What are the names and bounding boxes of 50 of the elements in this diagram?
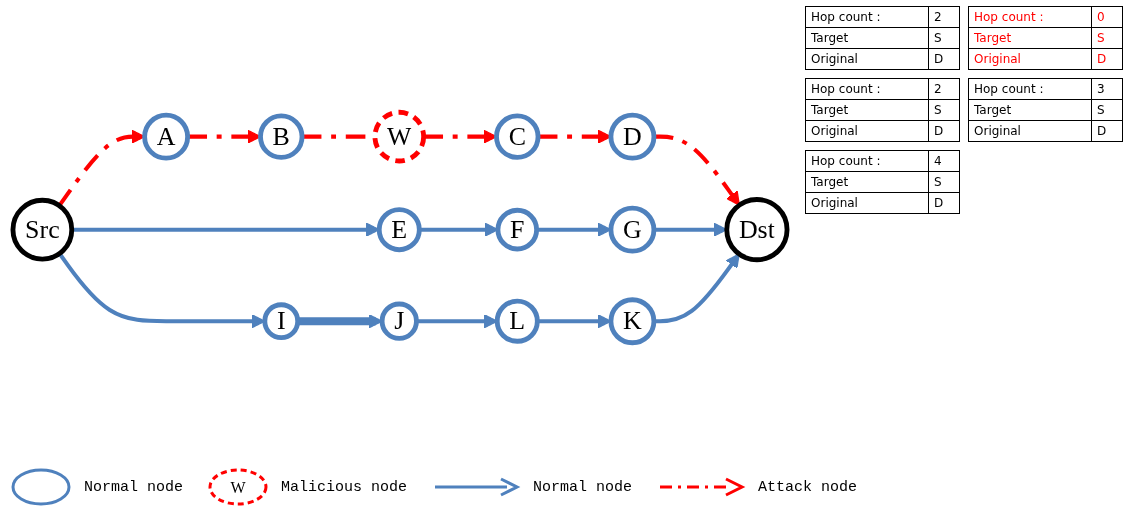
field-name-cell: Hop count : xyxy=(968,6,1092,28)
field-name-cell: Target xyxy=(805,171,929,193)
field-value-cell: S xyxy=(928,171,960,193)
field-value-cell: D xyxy=(1091,48,1123,70)
field-value-cell: 4 xyxy=(928,150,960,172)
field-name-cell: Target xyxy=(968,99,1092,121)
field-value-cell: 2 xyxy=(928,78,960,100)
node-circle: J xyxy=(379,301,419,341)
field-name-cell: Target xyxy=(968,27,1092,49)
node-circle: I xyxy=(262,302,301,341)
field-name-cell: Original xyxy=(968,120,1092,142)
field-value-cell: 3 xyxy=(1091,78,1123,100)
field-value-cell: S xyxy=(928,99,960,121)
field-value-cell: S xyxy=(928,27,960,49)
field-name-cell: Original xyxy=(805,120,929,142)
field-value-cell: S xyxy=(1091,27,1123,49)
field-name-cell: Original xyxy=(968,48,1092,70)
field-value-cell: D xyxy=(928,120,960,142)
node-circle: C xyxy=(494,113,541,160)
legend-text: Malicious node xyxy=(281,478,408,496)
field-name-cell: Target xyxy=(805,99,929,121)
malicious-node-symbol: W xyxy=(207,467,270,507)
dashed-arrow xyxy=(538,129,612,144)
node-circle: G xyxy=(608,205,657,254)
field-name-cell: Hop count : xyxy=(968,78,1092,100)
node-circle: L xyxy=(494,298,540,344)
legend-text: Normal node xyxy=(84,478,184,496)
node-circle: D xyxy=(608,112,657,161)
field-name-cell: Hop count : xyxy=(805,6,929,28)
field-name-cell: Hop count : xyxy=(805,78,929,100)
field-value-cell: S xyxy=(1091,99,1123,121)
node-circle: W xyxy=(372,109,427,164)
node-circle: Dst xyxy=(724,197,790,263)
field-name-cell: Hop count : xyxy=(805,150,929,172)
legend-text: Normal node xyxy=(533,478,633,496)
field-value-cell: 0 xyxy=(1091,6,1123,28)
node-circle: F xyxy=(495,207,540,252)
field-value-cell: D xyxy=(928,192,960,214)
node-circle: B xyxy=(258,113,305,160)
field-value-cell: 2 xyxy=(928,6,960,28)
field-name-cell: Original xyxy=(805,192,929,214)
field-value-cell: D xyxy=(928,48,960,70)
node-circle: E xyxy=(376,207,422,253)
field-name-cell: Original xyxy=(805,48,929,70)
node-circle: A xyxy=(142,112,191,161)
node-circle: Src xyxy=(10,197,75,262)
node-circle: K xyxy=(608,297,657,346)
field-value-cell: D xyxy=(1091,120,1123,142)
field-name-cell: Target xyxy=(805,27,929,49)
legend-text: Attack node xyxy=(758,478,858,496)
